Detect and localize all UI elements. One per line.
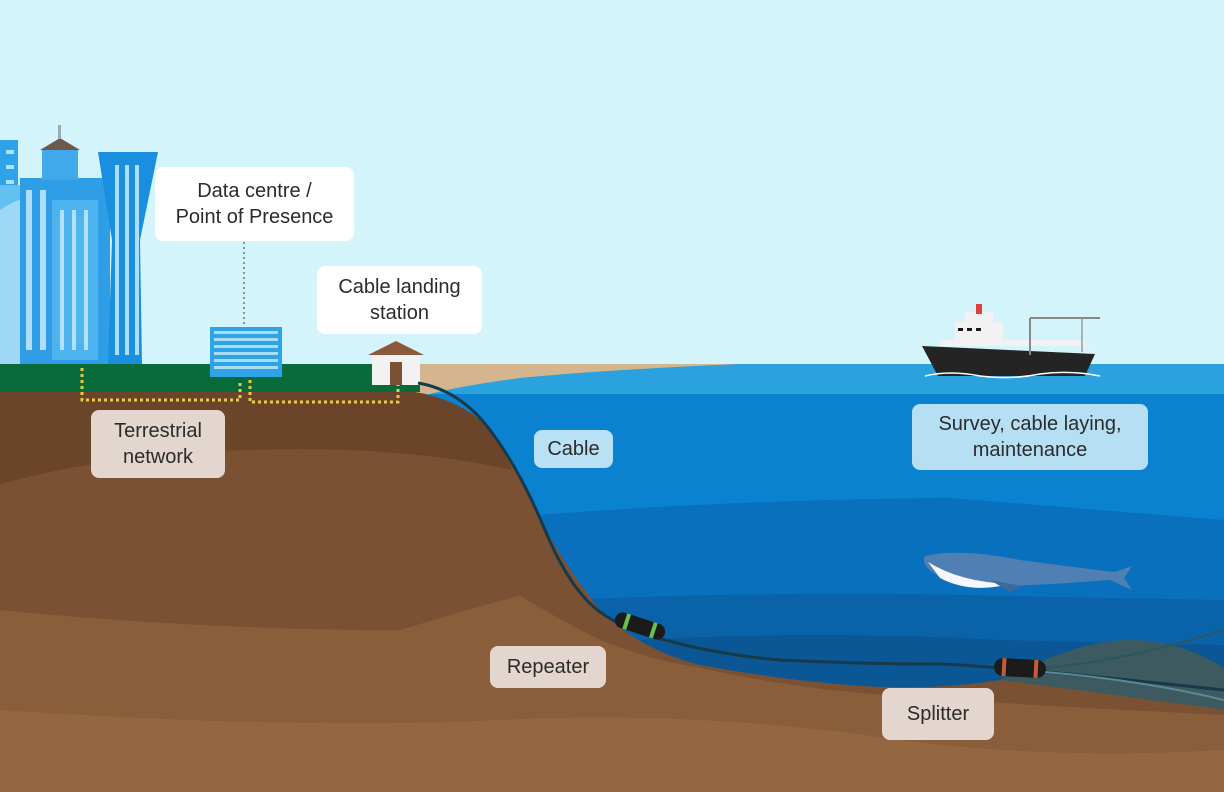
repeater-device: [614, 612, 666, 640]
label-cable-landing-station: Cable landing station: [317, 266, 482, 334]
label-survey: Survey, cable laying, maintenance: [912, 404, 1148, 470]
city-skyscrapers: [0, 125, 158, 364]
terrestrial-fibre: [80, 368, 400, 404]
label-cable-text: Cable: [547, 438, 600, 460]
label-splitter-text: Splitter: [906, 703, 970, 725]
label-terrestrial-line1: Terrestrial: [114, 420, 202, 442]
cable-branch: [1044, 629, 1224, 669]
label-data-centre-line2: Point of Presence: [175, 206, 334, 228]
cable-ship: [922, 304, 1101, 379]
label-repeater-text: Repeater: [506, 656, 590, 678]
label-cable: Cable: [534, 430, 613, 468]
label-survey-line2: maintenance: [972, 439, 1088, 461]
whale: [923, 552, 1132, 592]
label-data-centre-line1: Data centre /: [197, 180, 312, 202]
label-repeater: Repeater: [490, 646, 606, 688]
data-centre-building: [210, 232, 282, 377]
submarine-cable: [417, 381, 1224, 692]
label-cable-landing-line1: Cable landing: [338, 276, 461, 298]
label-terrestrial-network: Terrestrial network: [91, 410, 225, 478]
label-splitter: Splitter: [882, 688, 994, 740]
label-data-centre: Data centre / Point of Presence: [155, 167, 354, 241]
splitter-device: [994, 658, 1046, 678]
label-terrestrial-line2: network: [122, 446, 194, 468]
label-survey-line1: Survey, cable laying,: [938, 413, 1122, 435]
label-cable-landing-line2: station: [370, 302, 429, 324]
cable-landing-station-house: [368, 341, 424, 385]
cable-branch-2: [1044, 671, 1224, 701]
